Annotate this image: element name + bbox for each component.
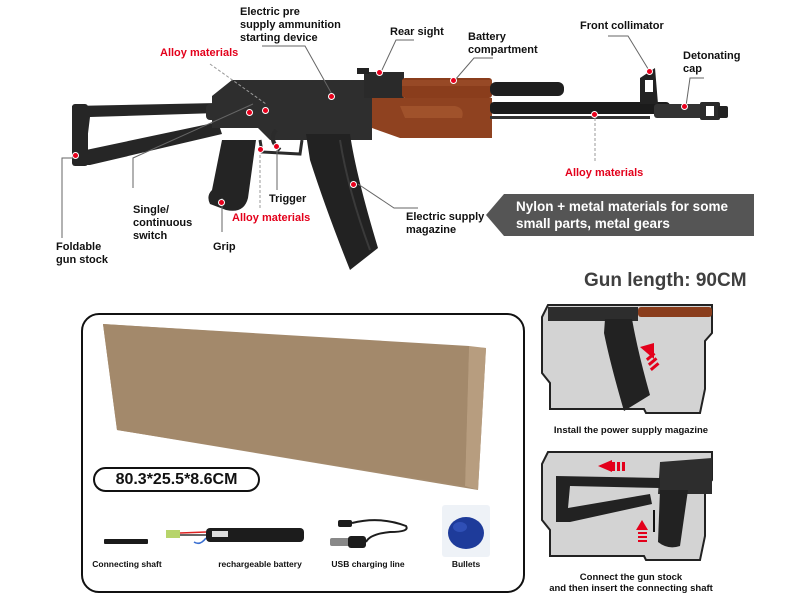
label-line: compartment [468, 44, 538, 56]
label-line: continuous [133, 217, 193, 229]
marker-dot-alloy-top-2[interactable] [246, 109, 253, 116]
label-alloy-materials-barrel: Alloy materials [565, 167, 644, 179]
banner-line-1: Nylon + metal materials for some [516, 199, 728, 214]
accessory-label-battery: rechargeable battery [218, 559, 302, 569]
label-alloy-materials-trigger: Alloy materials [232, 212, 311, 224]
step-2-caption-line-2: and then insert the connecting shaft [549, 583, 713, 594]
label-line: switch [133, 230, 168, 242]
marker-dot-battery[interactable] [450, 77, 457, 84]
marker-dot-trigger[interactable] [273, 143, 280, 150]
package-box-image [103, 324, 486, 490]
marker-dot-detonating-cap[interactable] [681, 103, 688, 110]
receiver [206, 80, 372, 140]
step-2-caption-line-1: Connect the gun stock [579, 572, 683, 583]
materials-banner [486, 194, 754, 236]
label-line: starting device [240, 32, 318, 44]
marker-dot-rear-sight[interactable] [376, 69, 383, 76]
package-dimensions: 80.3*25.5*8.6CM [93, 467, 260, 492]
accessory-label-connecting-shaft: Connecting shaft [92, 559, 162, 569]
marker-dot-grip[interactable] [218, 199, 225, 206]
label-line: Foldable [56, 241, 102, 253]
label-grip: Grip [213, 241, 236, 253]
marker-dot-ammo-device[interactable] [328, 93, 335, 100]
accessory-label-usb-cable: USB charging line [331, 559, 405, 569]
gun-illustration [61, 35, 728, 270]
marker-dot-front-collimator[interactable] [646, 68, 653, 75]
step-2-image [541, 451, 713, 561]
label-line: Detonating [683, 50, 741, 62]
label-front-collimator: Front collimator [580, 20, 664, 32]
connecting-shaft-icon [104, 539, 148, 544]
marker-dot-alloy-barrel[interactable] [591, 111, 598, 118]
label-electric-supply-magazine: Electric supply magazine [406, 211, 484, 237]
step-1-caption: Install the power supply magazine [553, 425, 709, 436]
label-line: gun stock [56, 254, 108, 266]
step-2-caption: Connect the gun stock and then insert th… [526, 572, 736, 594]
label-line: Battery [468, 31, 506, 43]
label-line: magazine [406, 224, 457, 236]
marker-dot-alloy-trigger[interactable] [257, 146, 264, 153]
label-single-continuous-switch: Single/ continuous switch [133, 204, 192, 243]
battery-icon [166, 528, 304, 545]
marker-dot-stock[interactable] [72, 152, 79, 159]
label-rear-sight: Rear sight [390, 26, 444, 38]
label-electric-pre-supply: Electric pre supply ammunition starting … [240, 6, 341, 45]
gel-bullets-icon [442, 505, 490, 557]
materials-banner-text: Nylon + metal materials for some small p… [516, 198, 728, 232]
label-line: supply ammunition [240, 19, 341, 31]
label-alloy-materials-top: Alloy materials [160, 47, 239, 59]
label-line: Electric supply [406, 211, 485, 223]
marker-dot-alloy-top[interactable] [262, 107, 269, 114]
label-foldable-gun-stock: Foldable gun stock [56, 241, 108, 267]
label-trigger: Trigger [269, 193, 307, 205]
step-1-image [541, 304, 713, 414]
accessory-label-bullets: Bullets [451, 559, 481, 569]
label-line: Single/ [133, 204, 170, 216]
label-line: Electric pre [240, 6, 300, 18]
gun-length: Gun length: 90CM [584, 270, 747, 291]
label-battery-compartment: Battery compartment [468, 31, 538, 57]
label-detonating-cap: Detonating cap [683, 50, 740, 76]
folding-stock [72, 103, 222, 166]
label-line: cap [683, 63, 702, 75]
usb-cable-icon [330, 519, 408, 548]
banner-line-2: small parts, metal gears [516, 216, 670, 231]
marker-dot-magazine[interactable] [350, 181, 357, 188]
